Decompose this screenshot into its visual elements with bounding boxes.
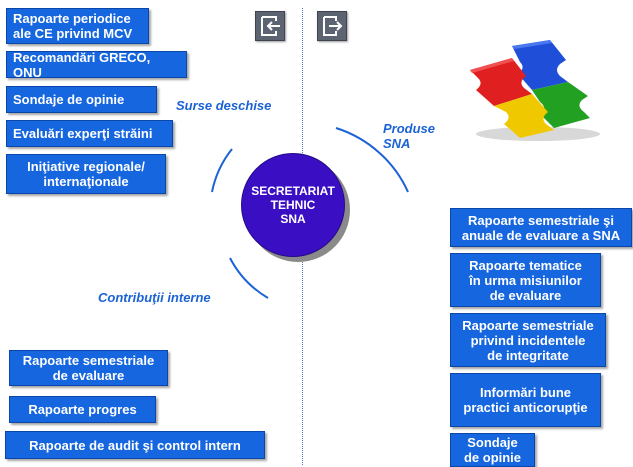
import-arrow-icon[interactable] <box>255 11 285 41</box>
open-source-box: Recomandări GRECO, ONU <box>6 50 187 80</box>
product-box: Informări bune practici anticorupţie <box>450 373 601 427</box>
puzzle-image <box>470 40 600 141</box>
center-node: SECRETARIAT TEHNIC SNA <box>241 153 345 257</box>
open-source-box: Iniţiative regionale/ internaţionale <box>6 154 166 194</box>
label-internal-contributions: Contribuţii interne <box>98 290 211 305</box>
open-source-box: Rapoarte periodice ale CE privind MCV <box>6 8 149 44</box>
product-box: Rapoarte semestriale privind incidentele… <box>450 313 606 367</box>
label-open-sources: Surse deschise <box>176 98 272 113</box>
product-box: Rapoarte semestriale şi anuale de evalua… <box>450 208 632 247</box>
internal-box: Rapoarte progres <box>9 396 156 423</box>
internal-box: Rapoarte semestriale de evaluare <box>9 350 168 386</box>
internal-box: Rapoarte de audit şi control intern <box>5 431 265 459</box>
product-box: Sondaje de opinie <box>450 433 535 467</box>
open-source-box: Evaluări experţi străini <box>6 120 173 147</box>
open-source-box: Sondaje de opinie <box>6 86 157 113</box>
product-box: Rapoarte tematice în urma misiunilor de … <box>450 253 601 307</box>
export-arrow-icon[interactable] <box>317 11 347 41</box>
label-products: Produse SNA <box>383 121 436 151</box>
